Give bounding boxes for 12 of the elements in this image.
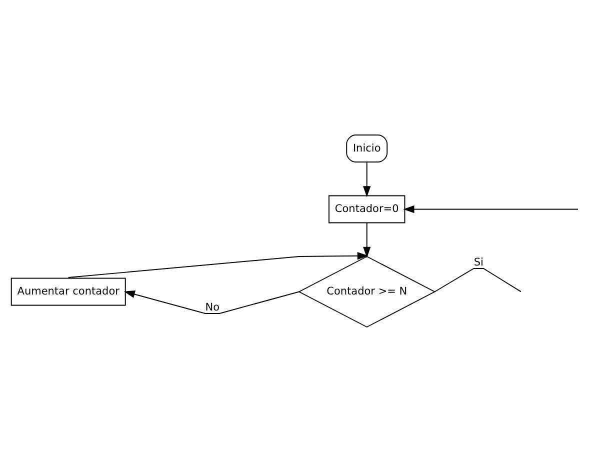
arrow — [363, 222, 371, 258]
arrow — [124, 290, 300, 314]
node-box: Inicio — [346, 134, 388, 162]
connector — [434, 268, 522, 292]
node-box: Contador=0 — [328, 194, 406, 223]
arrow — [363, 161, 371, 197]
arrow — [403, 204, 578, 213]
edge-label: No — [205, 301, 220, 314]
edge-label: Si — [474, 256, 484, 268]
node-box: Aumentar contador — [10, 277, 126, 306]
arrow — [68, 252, 368, 278]
node-diamond: Contador >= N — [298, 255, 436, 328]
